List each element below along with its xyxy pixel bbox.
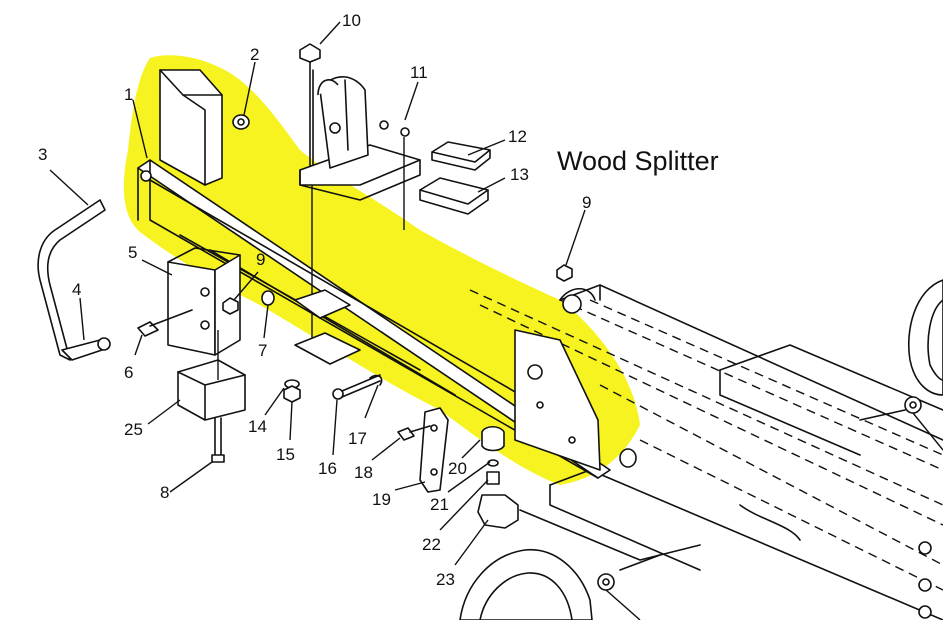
bolt-6 — [137, 309, 193, 337]
main-beam — [137, 159, 611, 479]
callout-12: 12 — [508, 127, 527, 146]
nut-9a — [222, 297, 239, 315]
callout-6: 6 — [124, 363, 133, 382]
nut-15 — [283, 385, 301, 403]
callout-13: 13 — [510, 165, 529, 184]
fittings — [477, 425, 519, 529]
callout-4: 4 — [72, 280, 81, 299]
leader-lines — [49, 21, 586, 566]
clamp-19 — [419, 407, 449, 493]
bolt-8 — [211, 417, 225, 463]
callout-18: 18 — [354, 463, 373, 482]
plate-upper — [294, 289, 351, 319]
cotter-17 — [369, 374, 383, 386]
callout-23: 23 — [436, 570, 455, 589]
callout-9b: 9 — [582, 193, 591, 212]
callout-3: 3 — [38, 145, 47, 164]
callout-2: 2 — [250, 45, 259, 64]
callout-19: 19 — [372, 490, 391, 509]
washer-7 — [261, 290, 275, 306]
callout-20: 20 — [448, 459, 467, 478]
washer-2 — [232, 114, 250, 130]
callout-22: 22 — [422, 535, 441, 554]
plate-13 — [419, 177, 489, 205]
wedge — [159, 69, 223, 186]
bracket-11 — [299, 76, 421, 201]
callout-7: 7 — [258, 341, 267, 360]
callout-15: 15 — [276, 445, 295, 464]
callout-14: 14 — [248, 417, 267, 436]
nut-9b — [556, 264, 573, 282]
callout-21: 21 — [430, 495, 449, 514]
diagram-title: Wood Splitter — [557, 146, 719, 176]
bolt-10 — [299, 43, 321, 171]
callout-25: 25 — [124, 420, 143, 439]
callout-8: 8 — [160, 483, 169, 502]
callout-16: 16 — [318, 459, 337, 478]
callout-1: 1 — [124, 85, 133, 104]
pin-16 — [332, 374, 381, 400]
callouts: 1 2 3 4 5 6 7 8 9 9 10 11 12 13 14 15 16… — [38, 11, 591, 589]
callout-17: 17 — [348, 429, 367, 448]
handle — [37, 199, 111, 361]
callout-9a: 9 — [256, 250, 265, 269]
block-25 — [177, 359, 246, 421]
callout-11: 11 — [410, 63, 428, 82]
callout-10: 10 — [342, 11, 361, 30]
plate-lower — [294, 332, 361, 365]
highlight-region — [123, 55, 640, 485]
plate-12 — [431, 141, 491, 163]
callout-5: 5 — [128, 243, 137, 262]
bolt-18 — [397, 425, 431, 441]
